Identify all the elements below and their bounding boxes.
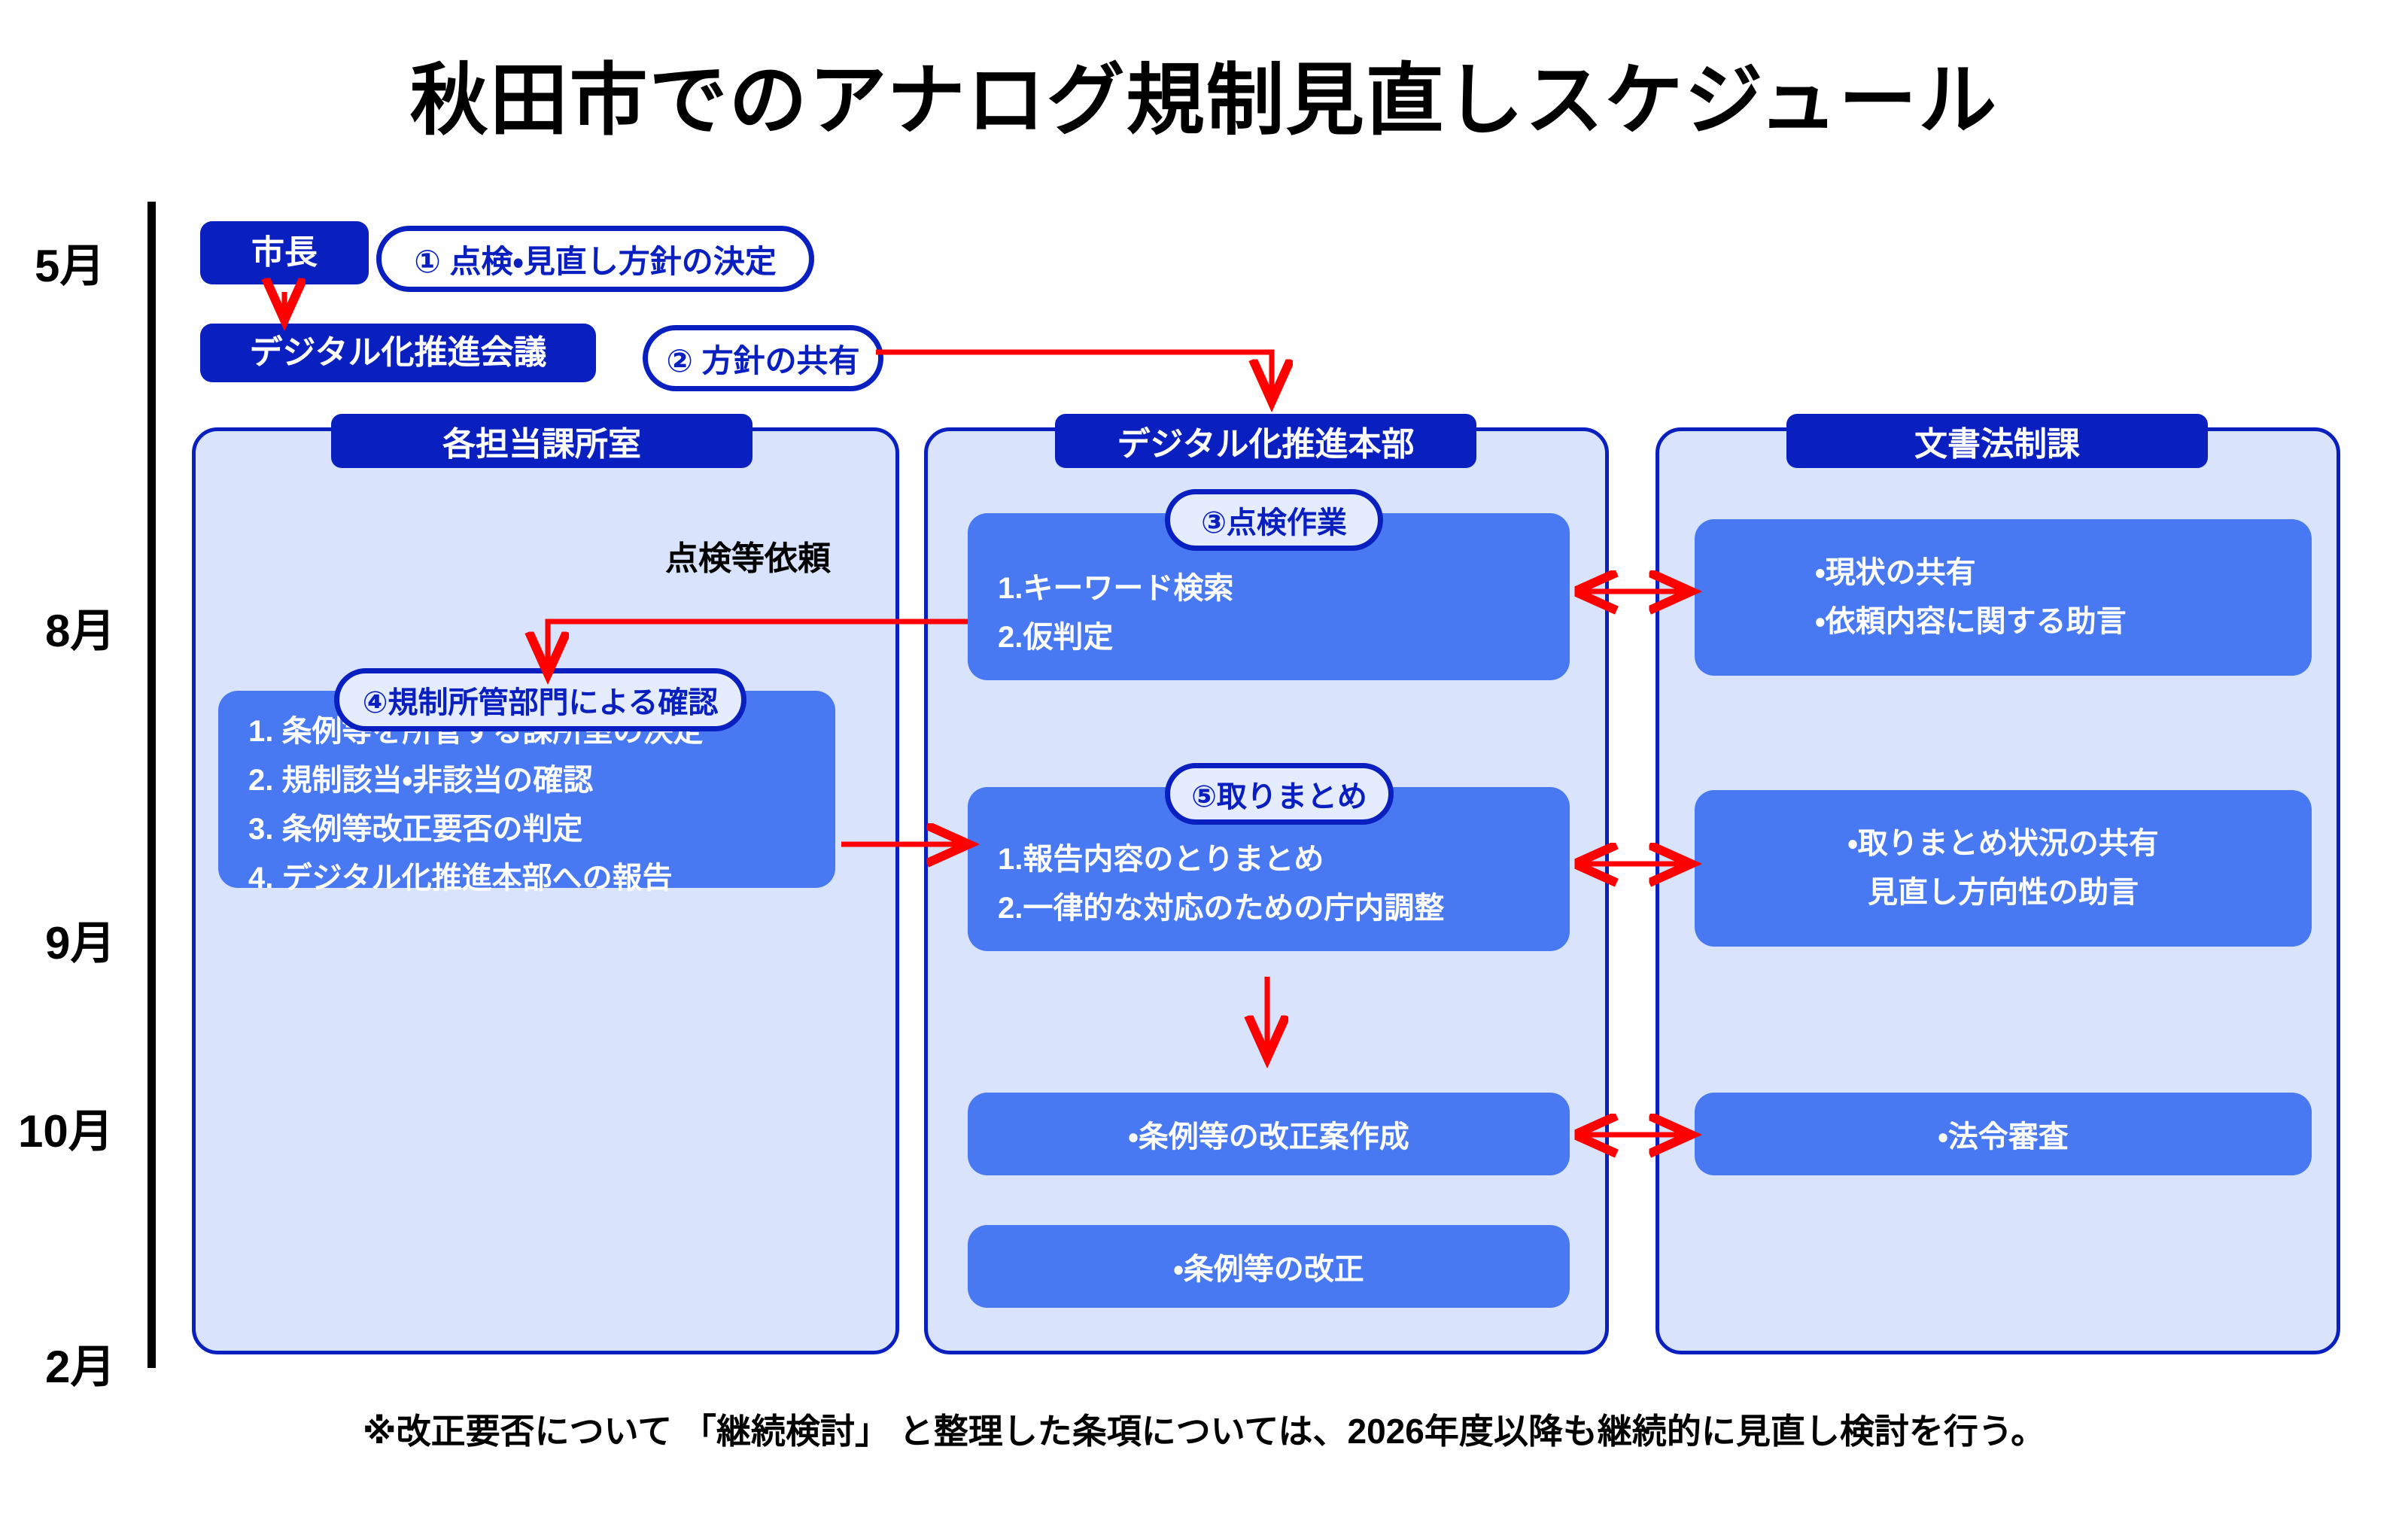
mayor-box[interactable]: 市長 [200,221,369,284]
page-title: 秋田市でのアナログ規制見直しスケジュール [409,57,1999,144]
amendment-card[interactable]: ・条例等の改正 [968,1225,1570,1308]
step4-item-3: 3. 条例等改正要否の判定 [248,813,583,846]
legal-review-card[interactable]: ・法令審査 [1695,1093,2312,1175]
arrow-policy-share-to-hq [876,349,1272,397]
panel-departments [192,427,899,1354]
step3-item-2: 2.仮判定 [998,621,1114,654]
step3-item-1: 1.キーワード検索 [998,572,1234,606]
step4-regulation-check-pill[interactable]: ④規制所管部門による確認 [334,668,746,731]
consolidation-status-item-2: 見直し方向性の助言 [1868,876,2139,909]
month-label-october: 10月 [18,1106,114,1157]
inspection-request-label: 点検等依頼 [665,540,831,577]
panel-header-departments: 各担当課所室 [331,414,752,468]
step4-item-4: 4. デジタル化推進本部への報告 [248,861,673,895]
draft-amendment-card[interactable]: ・条例等の改正案作成 [968,1093,1570,1175]
step1-policy-decision-pill[interactable]: ① 点検・見直し方針の決定 [376,226,814,292]
step4-items-card[interactable]: 1. 条例等を所管する課所室の決定 2. 規制該当・非該当の確認 3. 条例等改… [218,691,835,895]
legal-advice-item-2: ・依頼内容に関する助言 [1815,605,2127,638]
step5-item-1: 1.報告内容のとりまとめ [998,843,1324,877]
step2-policy-share-pill[interactable]: ② 方針の共有 [643,325,883,391]
month-label-september: 9月 [45,918,116,968]
consolidation-status-card[interactable]: ・取りまとめ状況の共有 見直し方向性の助言 [1695,790,2312,947]
step4-item-2: 2. 規制該当・非該当の確認 [248,764,594,798]
legal-advice-item-1: ・現状の共有 [1815,556,1976,590]
footnote-text: ※改正要否について 「継続検討」 と整理した条項については、2026年度以降も継… [362,1412,2046,1451]
panel-header-digital-hq: デジタル化推進本部 [1055,414,1476,468]
step5-item-2: 2.一律的な対応のための庁内調整 [998,892,1445,925]
month-label-may: 5月 [35,241,105,291]
panel-header-legal-affairs: 文書法制課 [1786,414,2208,468]
timeline-axis [147,202,156,1368]
consolidation-status-item-1: ・取りまとめ状況の共有 [1847,827,2159,861]
month-label-august: 8月 [45,606,116,656]
legal-advice-card[interactable]: ・現状の共有 ・依頼内容に関する助言 [1695,519,2312,676]
month-label-february: 2月 [45,1342,116,1392]
step5-consolidation-pill[interactable]: ⑤取りまとめ [1165,763,1394,825]
digital-promotion-council-box[interactable]: デジタル化推進会議 [200,324,596,382]
step3-inspection-work-pill[interactable]: ③点検作業 [1165,489,1383,551]
